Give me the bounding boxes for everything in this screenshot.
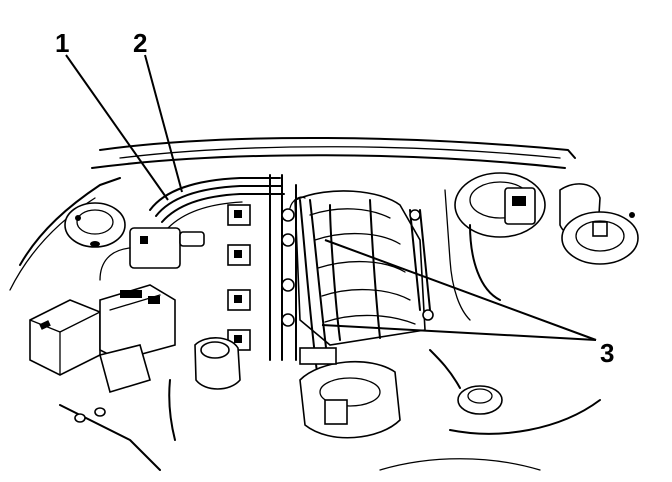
oil-filler-cap [429,349,503,415]
brake-booster [454,172,546,301]
right-hoses [409,189,471,321]
leader-1 [65,54,169,201]
callout-1: 1 [55,28,69,58]
leader-2 [144,54,183,193]
throttle-body [299,347,401,439]
callout-leaders [65,54,597,341]
lower-fender [59,399,601,471]
wiring-harness-left [99,177,285,281]
callout-3: 3 [600,338,614,368]
leader-3a [324,239,597,341]
left-strut-tower [64,202,126,248]
callout-2: 2 [133,28,147,58]
cowl-panel [9,136,576,291]
fuel-rail [227,174,297,361]
leader-3b [321,324,597,341]
coolant-reservoir [168,337,241,441]
right-accessory [559,183,639,265]
relay-box [29,284,176,394]
intake-manifold [294,190,426,346]
